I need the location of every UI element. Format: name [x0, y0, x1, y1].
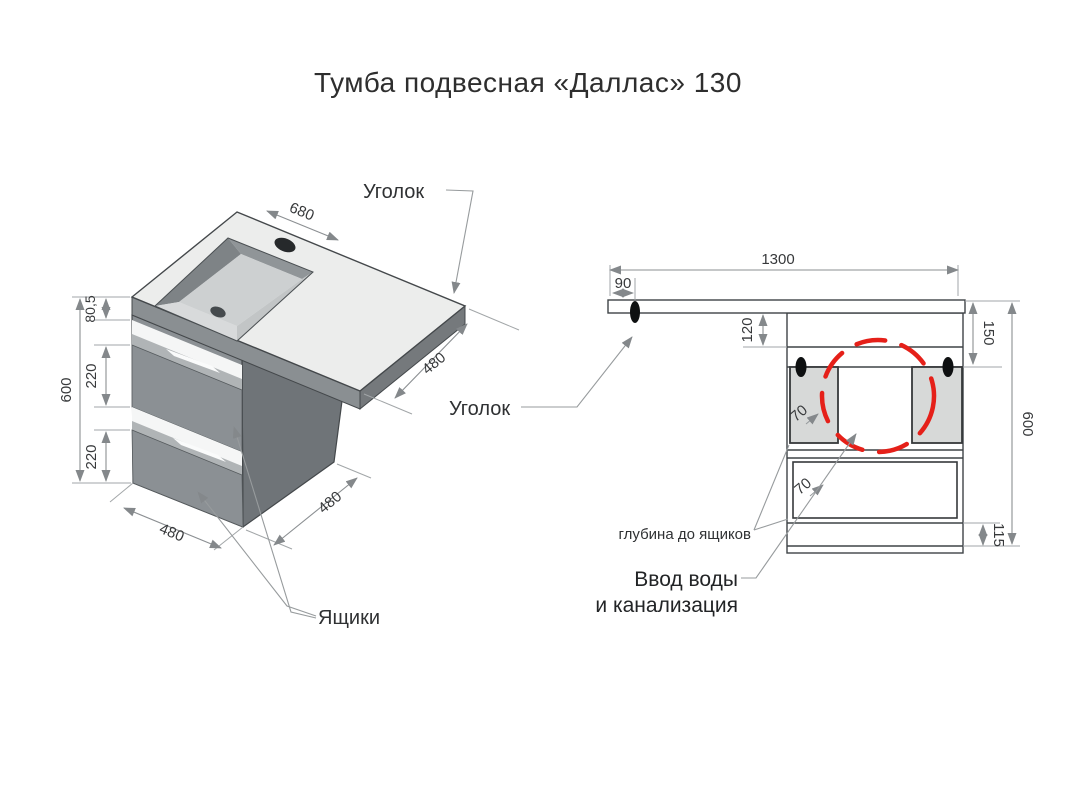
dim-total-height: 600: [58, 377, 75, 402]
dim-cabinet-depth: 600: [1019, 411, 1036, 436]
drawers-leader-2: [232, 426, 317, 619]
dim-line-top-width: [266, 210, 339, 241]
dim-line-cabinet-depth: [273, 477, 358, 546]
groove-highlight: [173, 438, 226, 462]
corner-bracket-leader-side: [521, 336, 633, 408]
countertop-bar: [607, 299, 966, 314]
sink-rim: [154, 237, 314, 342]
corner-bracket-label-top: Уголок: [363, 181, 424, 203]
sink-wall-front: [155, 302, 237, 341]
plumbing-label-line1: Ввод воды: [634, 568, 738, 591]
schematic-view: 1300 90 120 150 600 115 70 70 глубина до…: [595, 251, 1036, 617]
groove-shadow: [132, 421, 242, 475]
plumbing-label-line2: и канализация: [595, 594, 738, 617]
plumbing-zone-circle: [819, 337, 937, 455]
groove-highlight: [166, 349, 220, 373]
sink-wall-left: [155, 238, 241, 306]
dim-drawer2-height: 220: [83, 444, 100, 469]
sink-basin: [154, 237, 314, 342]
dim-bottom-height: 115: [990, 523, 1007, 547]
sink-bottom: [179, 254, 302, 326]
page-title: Тумба подвесная «Даллас» 130: [314, 67, 742, 98]
drawer-side-box-left: [789, 366, 839, 444]
drawers-label: Ящики: [318, 607, 380, 629]
extension-lines: [72, 296, 520, 551]
plumbing-leader: [741, 433, 857, 579]
groove-shadow: [132, 334, 242, 390]
dim-cabinet-depth: 480: [315, 488, 345, 517]
isometric-view: 600 80,5 220 220 680 480 480 480 Уголок …: [58, 181, 633, 629]
corner-bracket-mid: [795, 357, 807, 377]
dim-line-counter-depth: [394, 323, 468, 399]
dim-drawer1-height: 220: [83, 363, 100, 388]
gap-upper-arrow: [805, 413, 819, 425]
sink-wall-back: [228, 238, 313, 279]
drain-hole: [210, 306, 226, 318]
drawers-leader-1: [197, 491, 317, 617]
corner-bracket-label-side: Уголок: [449, 398, 510, 420]
corner-bracket-leader-top: [445, 189, 474, 294]
drawer-depth-leader-1: [753, 444, 790, 531]
corner-bracket-left: [630, 301, 640, 323]
drawer-depth-leader-2: [753, 518, 789, 531]
dim-total-width: 1300: [761, 251, 794, 268]
drawer-depth-label: глубина до ящиков: [619, 526, 752, 543]
dim-corner-offset: 90: [615, 275, 632, 292]
dim-counter-height: 80,5: [82, 295, 98, 322]
corner-bracket-right: [942, 357, 954, 377]
dim-back-inset: 120: [739, 317, 756, 342]
dim-cabinet-width: 480: [157, 520, 187, 545]
dim-line-cabinet-width: [123, 507, 222, 549]
dim-side-depth: 150: [980, 320, 997, 345]
faucet-hole: [274, 237, 296, 253]
